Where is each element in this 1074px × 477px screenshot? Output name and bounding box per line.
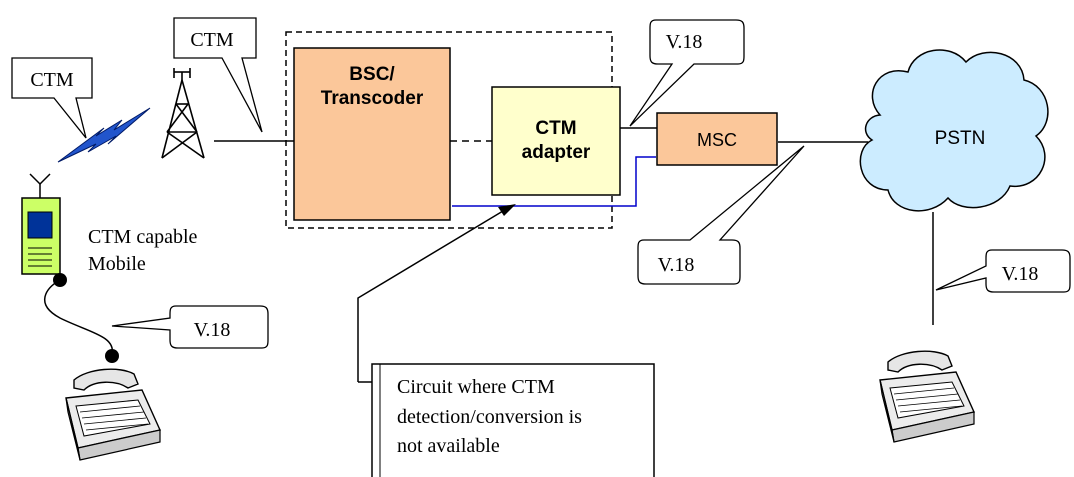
ctm-adapter-box	[491, 86, 621, 196]
v18-pstn-tty-callout	[935, 249, 1071, 293]
mobile-label-line2: Mobile	[88, 253, 146, 275]
msc-label: MSC	[697, 130, 737, 150]
v18-mobile-tty-callout-text: V.18	[194, 319, 231, 341]
cloud-icon	[859, 49, 1049, 212]
bsc-label-line2: Transcoder	[321, 88, 424, 109]
ctm-mobile-callout	[11, 57, 93, 139]
pstn-label: PSTN	[935, 128, 986, 149]
radio-tower-icon	[161, 68, 205, 159]
mobile-phone-icon	[21, 173, 61, 275]
tty-cable-connector	[105, 349, 119, 363]
ctm-tower-callout-text: CTM	[190, 29, 234, 51]
ctm-tower-callout	[173, 17, 263, 133]
note-line3: not available	[397, 435, 500, 457]
note-line1: Circuit where CTM	[397, 376, 555, 398]
v18-bsc-msc-callout-text: V.18	[666, 31, 703, 53]
ctm-adapter-label-line2: adapter	[522, 142, 591, 163]
v18-mobile-tty-callout	[111, 305, 269, 349]
note-pointer-arrowhead	[498, 204, 516, 216]
lightning-icon	[57, 107, 151, 163]
ctm-mobile-callout-text: CTM	[30, 69, 74, 91]
tty-terminal-icon	[65, 368, 161, 461]
bsc-transcoder-box	[293, 47, 451, 221]
note-pointer-line	[357, 207, 509, 382]
bypass-circuit-line	[452, 156, 656, 207]
mobile-tty-cable	[43, 279, 113, 355]
ctm-adapter-label-line1: CTM	[535, 118, 576, 139]
msc-box	[656, 112, 778, 166]
v18-bsc-msc-callout	[629, 19, 745, 127]
note-line2: detection/conversion is	[397, 406, 582, 428]
v18-pstn-tty-callout-text: V.18	[1002, 263, 1039, 285]
mobile-cable-connector	[53, 273, 67, 287]
note-box	[371, 363, 655, 477]
mobile-label-line1: CTM capable	[88, 226, 198, 248]
v18-msc-pstn-callout-text: V.18	[658, 254, 695, 276]
bsc-label-line1: BSC/	[349, 64, 395, 85]
tty-terminal-icon	[879, 350, 975, 443]
v18-msc-pstn-callout	[637, 145, 805, 285]
